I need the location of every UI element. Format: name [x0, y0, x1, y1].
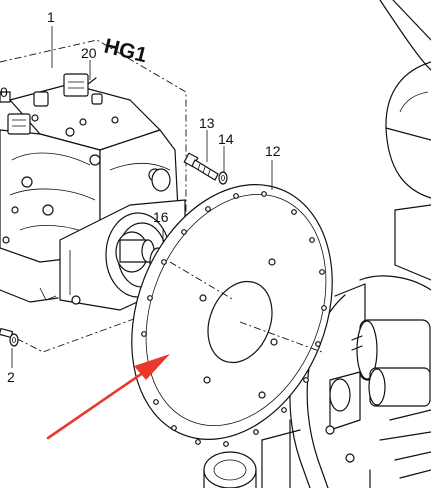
washer-part-14	[218, 171, 228, 185]
flange-plate-12	[131, 184, 333, 447]
leader-lines	[11, 26, 273, 368]
assembly-title: HG1	[102, 35, 150, 68]
callout-2: 2	[7, 369, 15, 385]
bolt-part-2	[0, 327, 19, 366]
assembly-boundary	[0, 39, 187, 353]
callout-20: 20	[81, 45, 97, 61]
pointer-arrow	[46, 354, 170, 440]
bolt-part-13	[183, 152, 219, 181]
shaft-centerline-left	[169, 261, 235, 301]
callout-0: 0	[0, 84, 8, 100]
callout-1: 1	[47, 9, 55, 25]
callout-13: 13	[199, 115, 215, 131]
callout-14: 14	[218, 131, 234, 147]
callout-12: 12	[265, 143, 281, 159]
callout-16: 16	[153, 209, 169, 225]
